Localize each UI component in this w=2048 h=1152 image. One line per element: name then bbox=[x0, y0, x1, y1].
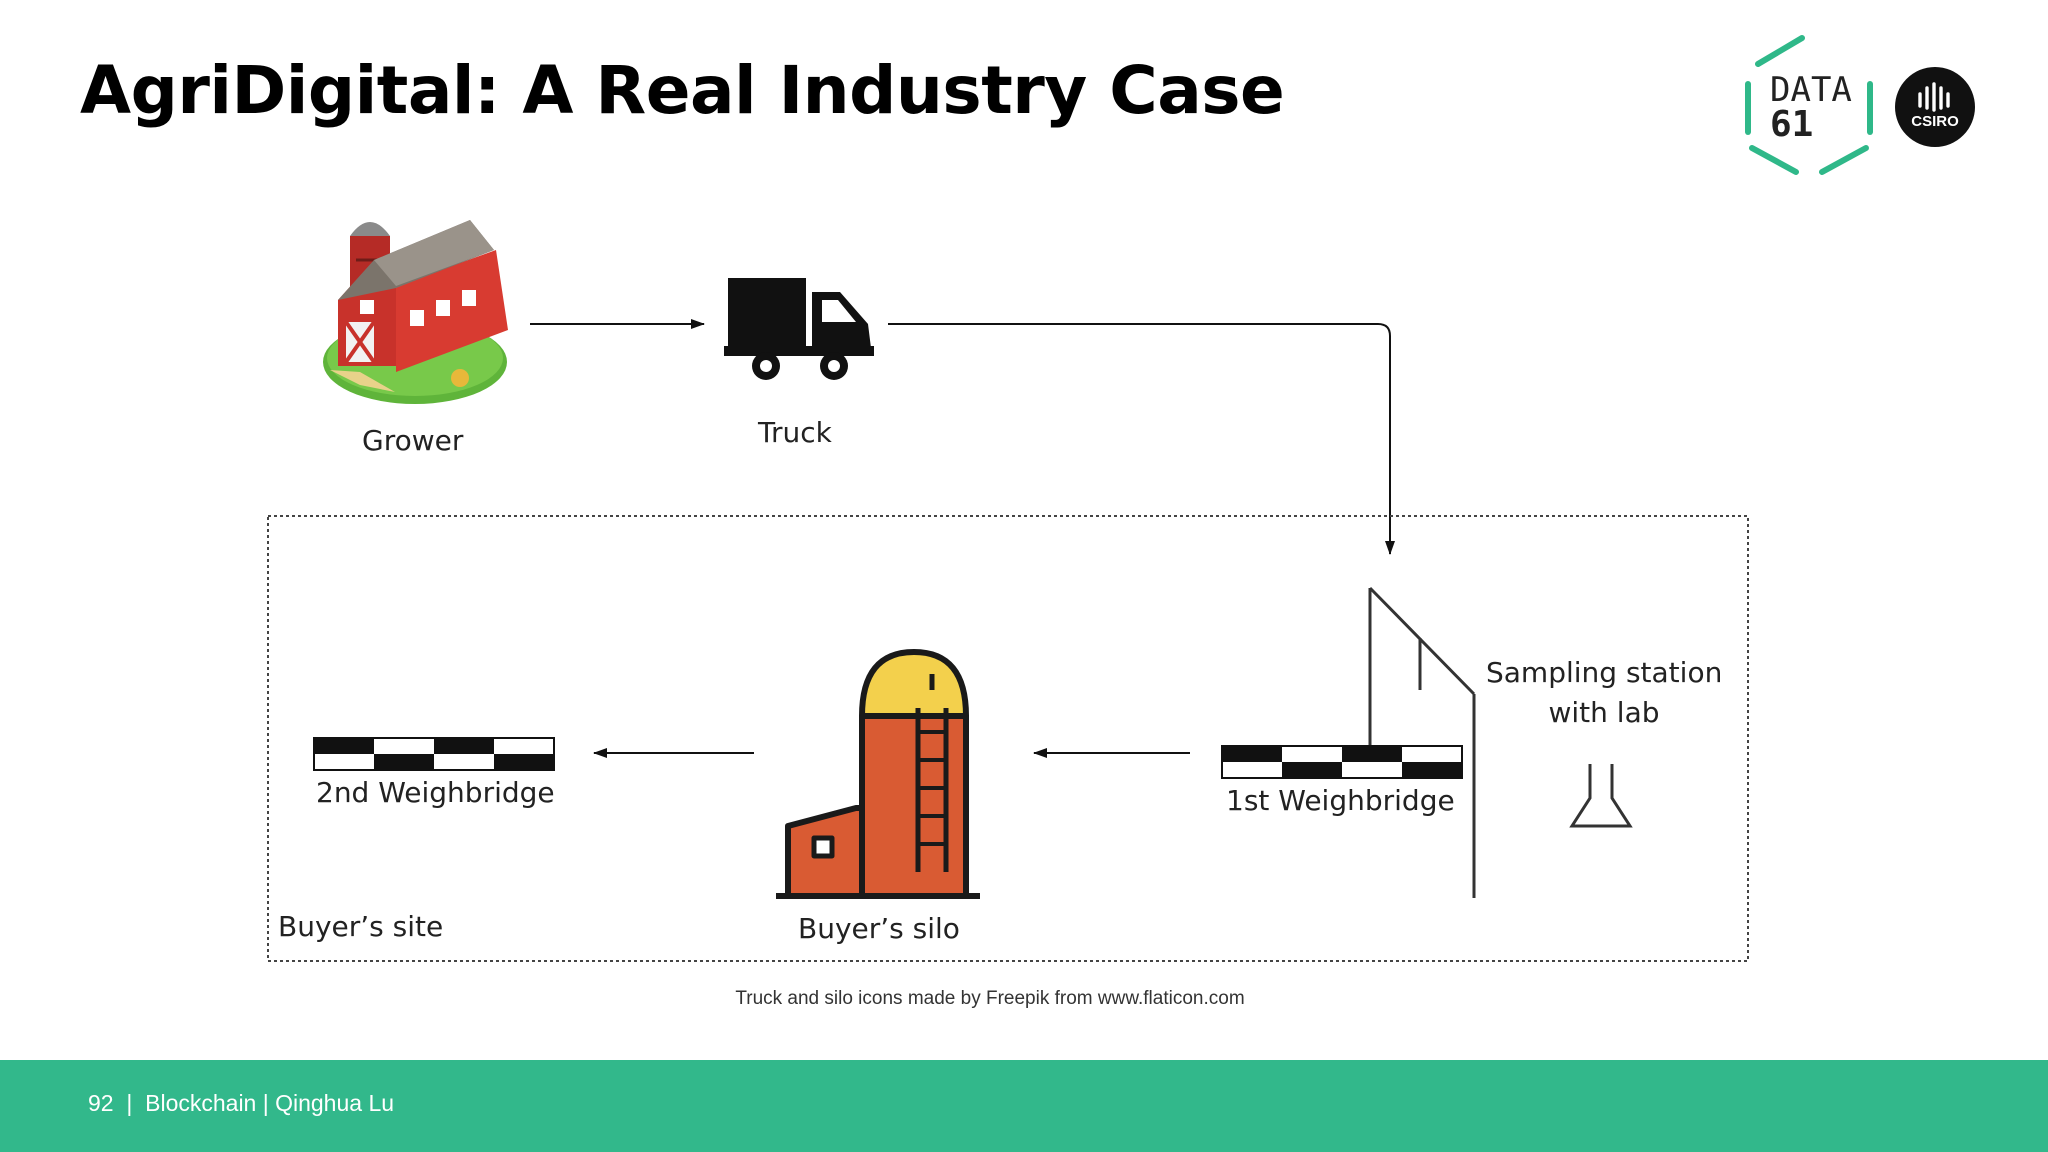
icon-credit: Truck and silo icons made by Freepik fro… bbox=[735, 988, 1245, 1009]
data61-logo-line1: DATA bbox=[1770, 70, 1852, 110]
csiro-logo: CSIRO bbox=[1895, 67, 1975, 147]
data61-logo-line2: 61 bbox=[1770, 104, 1814, 145]
buyers-site-region bbox=[267, 515, 1749, 962]
buyers-silo-label: Buyer’s silo bbox=[798, 912, 960, 945]
data61-hexagon-icon bbox=[1745, 35, 1873, 175]
sampling-station-label-line1: Sampling station bbox=[1486, 656, 1723, 689]
weighbridge-1-icon bbox=[1221, 745, 1463, 779]
weighbridge-1-label: 1st Weighbridge bbox=[1226, 784, 1455, 817]
csiro-bars-icon bbox=[1918, 82, 1950, 112]
footer-text: 92 | Blockchain | Qinghua Lu bbox=[88, 1090, 395, 1116]
slide-title: AgriDigital: A Real Industry Case bbox=[80, 52, 1285, 129]
weighbridge-2-icon bbox=[313, 737, 555, 771]
silo-icon bbox=[776, 649, 980, 899]
buyers-site-label: Buyer’s site bbox=[278, 910, 444, 943]
supply-chain-diagram bbox=[267, 220, 1749, 962]
weighbridge-2-label: 2nd Weighbridge bbox=[316, 776, 555, 809]
sampling-station-label-line2: with lab bbox=[1548, 696, 1660, 729]
barn-icon bbox=[323, 220, 508, 404]
truck-label: Truck bbox=[758, 416, 832, 449]
data61-logo: DATA 61 bbox=[1738, 32, 1880, 180]
sampling-station-icon bbox=[1368, 586, 1476, 898]
footer-bar: 92 | Blockchain | Qinghua Lu bbox=[0, 1060, 2048, 1152]
arrow-truck-to-weighbridge bbox=[888, 323, 1395, 555]
grower-label: Grower bbox=[362, 424, 464, 457]
csiro-logo-text: CSIRO bbox=[1911, 113, 1959, 130]
lab-flask-icon bbox=[1569, 764, 1633, 828]
truck-icon bbox=[724, 278, 874, 380]
